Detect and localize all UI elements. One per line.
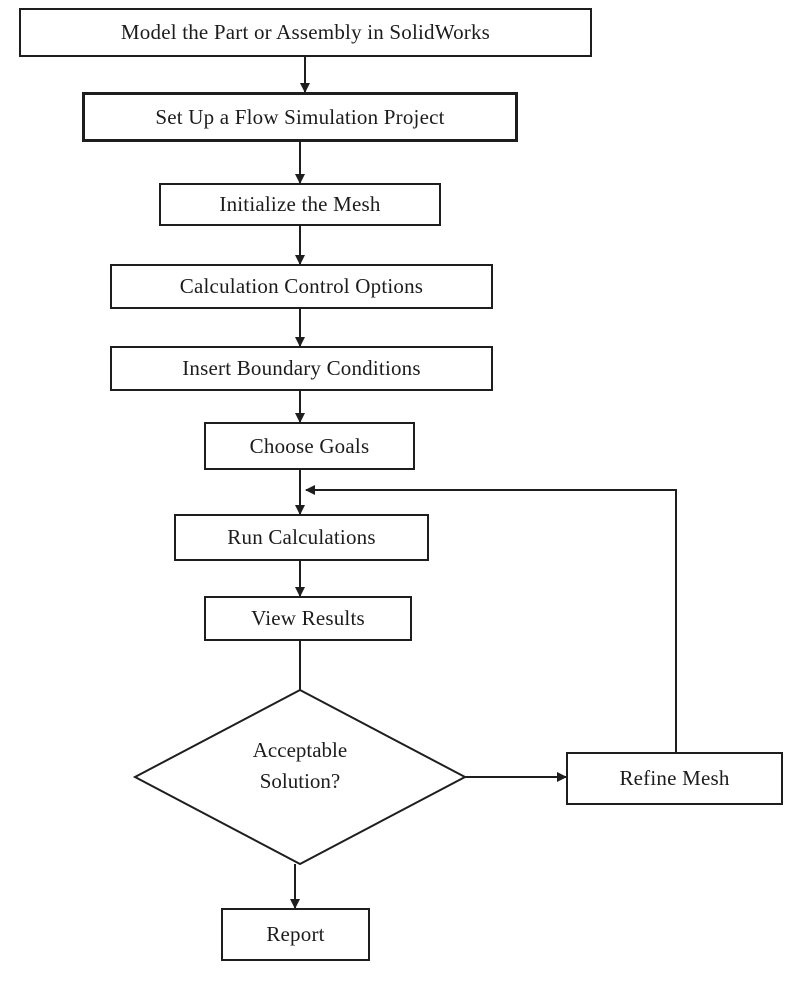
decision-label-line2: Solution?	[259, 769, 341, 793]
decision-label: Acceptable Solution?	[180, 735, 420, 797]
step-view-label: View Results	[251, 606, 365, 630]
step-mesh-box: Initialize the Mesh	[159, 183, 441, 226]
step-setup-box: Set Up a Flow Simulation Project	[82, 92, 518, 142]
loop-refine-to-run	[305, 485, 677, 752]
step-run-box: Run Calculations	[174, 514, 429, 561]
step-boundary-box: Insert Boundary Conditions	[110, 346, 493, 391]
step-calc-control-box: Calculation Control Options	[110, 264, 493, 309]
step-view-box: View Results	[204, 596, 412, 641]
step-mesh-label: Initialize the Mesh	[219, 192, 381, 216]
step-model-label: Model the Part or Assembly in SolidWorks	[120, 20, 491, 44]
step-model-box: Model the Part or Assembly in SolidWorks	[19, 8, 592, 57]
decision-label-line1: Acceptable	[252, 738, 348, 762]
step-run-label: Run Calculations	[227, 525, 376, 549]
step-goals-label: Choose Goals	[249, 433, 370, 458]
step-boundary-label: Insert Boundary Conditions	[182, 356, 421, 380]
step-setup-label: Set Up a Flow Simulation Project	[155, 104, 445, 129]
step-refine-box: Refine Mesh	[566, 752, 783, 805]
step-report-label: Report	[266, 922, 325, 946]
step-refine-label: Refine Mesh	[619, 766, 730, 790]
step-goals-box: Choose Goals	[204, 422, 415, 470]
step-report-box: Report	[221, 908, 370, 961]
step-calc-control-label: Calculation Control Options	[179, 274, 424, 298]
decision-diamond	[132, 688, 468, 866]
